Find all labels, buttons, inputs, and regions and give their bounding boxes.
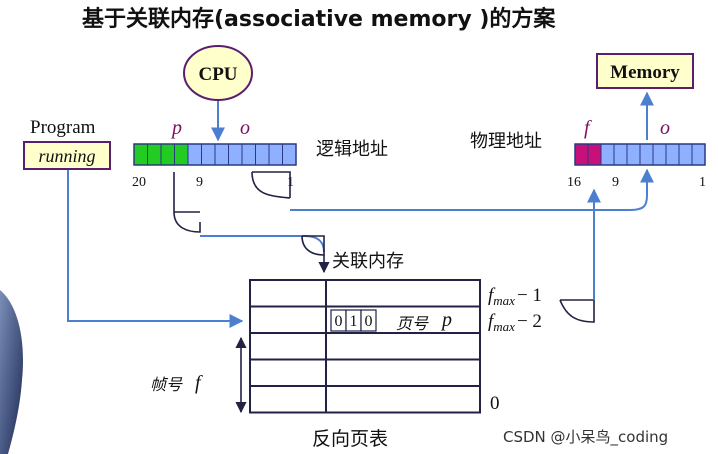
logical-offset-bit-cell bbox=[241, 143, 256, 166]
inverted-page-table-caption: 反向页表 bbox=[312, 428, 388, 450]
entry-p-label: p bbox=[440, 309, 452, 331]
logical-offset-bit-cell bbox=[282, 143, 297, 166]
entry-bit-value: 0 bbox=[365, 313, 373, 330]
row-label-1-sub: max bbox=[493, 293, 515, 308]
physical-o-label: o bbox=[660, 117, 670, 139]
logical-offset-bit-cell bbox=[268, 143, 283, 166]
svg-text:fmax− 1: fmax− 1 bbox=[488, 285, 542, 308]
presenter-figure-decoration bbox=[0, 290, 24, 454]
program-label: Program bbox=[30, 117, 96, 138]
running-label: running bbox=[38, 146, 95, 166]
frame-number-bracket bbox=[559, 299, 595, 323]
physical-offset-bit-cell bbox=[639, 143, 654, 166]
logical-address-register bbox=[133, 143, 297, 166]
row-label-fmax-1: fmax− 1 bbox=[488, 285, 542, 308]
physical-address-caption: 物理地址 bbox=[470, 131, 542, 152]
physical-register-frame bbox=[574, 143, 706, 166]
offset-copy-line bbox=[290, 168, 654, 211]
physical-offset-bit-cell bbox=[626, 143, 641, 166]
cpu-node: CPU bbox=[183, 45, 253, 101]
row-label-1-suffix: − 1 bbox=[517, 285, 542, 306]
csdn-watermark: CSDN @小呆鸟_coding bbox=[503, 428, 668, 447]
logical-o-label: o bbox=[240, 117, 250, 139]
logical-offset-bit-cell bbox=[228, 143, 243, 166]
physical-bit-16: 16 bbox=[567, 175, 581, 190]
page-title: 基于关联内存(associative memory )的方案 bbox=[82, 6, 556, 32]
physical-bit-1: 1 bbox=[699, 175, 706, 190]
physical-offset-bit-cell bbox=[691, 143, 706, 166]
page-number-bracket bbox=[301, 235, 325, 256]
memory-node: Memory bbox=[596, 53, 694, 89]
logical-register-frame bbox=[133, 143, 297, 166]
logical-page-bit-cell bbox=[174, 143, 189, 166]
cpu-label: CPU bbox=[198, 64, 237, 85]
physical-offset-bit-cell bbox=[613, 143, 628, 166]
physical-address-register bbox=[574, 143, 706, 166]
entry-page-label: 页号 bbox=[396, 314, 429, 333]
frame-f-label: f bbox=[195, 372, 203, 394]
row-label-1-f: f bbox=[488, 285, 496, 306]
page-number-line bbox=[200, 235, 325, 253]
page-table-frame bbox=[249, 279, 481, 414]
logical-offset-bit-cell bbox=[214, 143, 229, 166]
offset-copy-connector bbox=[251, 171, 291, 199]
entry-bit-value: 1 bbox=[350, 313, 358, 330]
running-box bbox=[23, 141, 111, 170]
logical-page-bit-cell bbox=[147, 143, 162, 166]
logical-p-label: p bbox=[170, 117, 182, 139]
logical-bit-9: 9 bbox=[196, 175, 203, 190]
row-label-2-suffix: − 2 bbox=[517, 311, 542, 332]
row-label-zero: 0 bbox=[490, 393, 500, 414]
svg-text:fmax− 2: fmax− 2 bbox=[488, 311, 542, 334]
physical-frame-bit-cell bbox=[587, 143, 602, 166]
frame-number-label: 帧号 bbox=[150, 375, 183, 394]
physical-frame-bit-cell bbox=[574, 143, 589, 166]
logical-offset-bit-cell bbox=[187, 143, 202, 166]
logical-offset-bit-cell bbox=[201, 143, 216, 166]
physical-bit-9: 9 bbox=[612, 175, 619, 190]
row-label-2-f: f bbox=[488, 311, 496, 332]
entry-bit-cell bbox=[360, 309, 377, 332]
logical-page-bit-cell bbox=[160, 143, 175, 166]
inverted-page-table bbox=[249, 279, 481, 414]
logical-bit-20: 20 bbox=[132, 175, 146, 190]
row-label-2-sub: max bbox=[493, 319, 515, 334]
physical-offset-bit-cell bbox=[600, 143, 615, 166]
logical-address-caption: 逻辑地址 bbox=[316, 139, 388, 160]
entry-bit-value: 0 bbox=[335, 313, 343, 330]
physical-f-label: f bbox=[584, 117, 592, 139]
logical-page-bit-cell bbox=[133, 143, 148, 166]
physical-offset-bit-cell bbox=[678, 143, 693, 166]
physical-offset-bit-cell bbox=[652, 143, 667, 166]
physical-offset-bit-cell bbox=[665, 143, 680, 166]
memory-label: Memory bbox=[610, 62, 680, 83]
page-number-connector bbox=[173, 172, 201, 233]
running-to-table-line bbox=[67, 170, 244, 328]
associative-memory-label: 关联内存 bbox=[332, 251, 404, 272]
row-label-fmax-2: fmax− 2 bbox=[488, 311, 542, 334]
logical-offset-bit-cell bbox=[255, 143, 270, 166]
